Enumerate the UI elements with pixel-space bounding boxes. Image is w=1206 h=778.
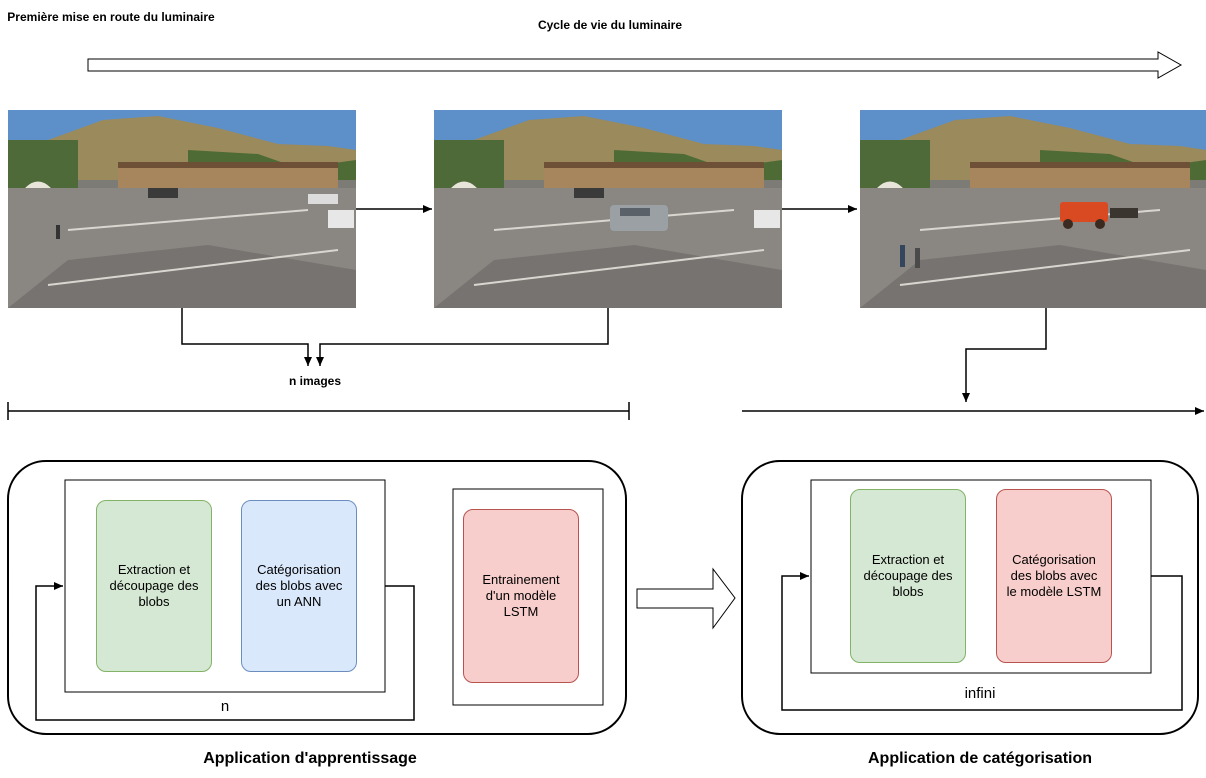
learning-loop-label: n bbox=[220, 698, 230, 715]
camera-frame-1 bbox=[8, 110, 356, 308]
categorization-app-title: Application de catégorisation bbox=[867, 750, 1093, 767]
first-start-label: Première mise en route du luminaire bbox=[7, 10, 215, 24]
camera-frame-2 bbox=[434, 110, 782, 308]
categorization-app-container bbox=[741, 460, 1199, 735]
n-images-connector-left bbox=[181, 308, 312, 366]
lifecycle-label: Cycle de vie du luminaire bbox=[537, 18, 683, 32]
learning-loop-arrow bbox=[35, 582, 415, 721]
photo3-connector bbox=[962, 308, 1047, 402]
lstm-training-stage: Entrainement d'un modèle LSTM bbox=[463, 509, 579, 683]
learning-app-container bbox=[7, 460, 627, 735]
n-images-label: n images bbox=[288, 374, 342, 388]
n-images-connector-right bbox=[316, 308, 609, 366]
learning-app-title: Application d'apprentissage bbox=[203, 750, 417, 767]
transition-arrow bbox=[636, 567, 736, 630]
learning-extraction-stage: Extraction et découpage des blobs bbox=[96, 500, 212, 672]
categorization-extraction-stage: Extraction et découpage des blobs bbox=[850, 489, 966, 663]
categorization-loop-label: infini bbox=[964, 685, 996, 702]
learning-ann-categorization-stage: Catégorisation des blobs avec un ANN bbox=[241, 500, 357, 672]
lstm-categorization-stage: Catégorisation des blobs avec le modèle … bbox=[996, 489, 1112, 663]
camera-frame-3 bbox=[860, 110, 1206, 308]
categorization-loop-arrow bbox=[781, 572, 1183, 711]
lifecycle-arrow bbox=[87, 51, 1183, 79]
training-box bbox=[452, 488, 604, 706]
